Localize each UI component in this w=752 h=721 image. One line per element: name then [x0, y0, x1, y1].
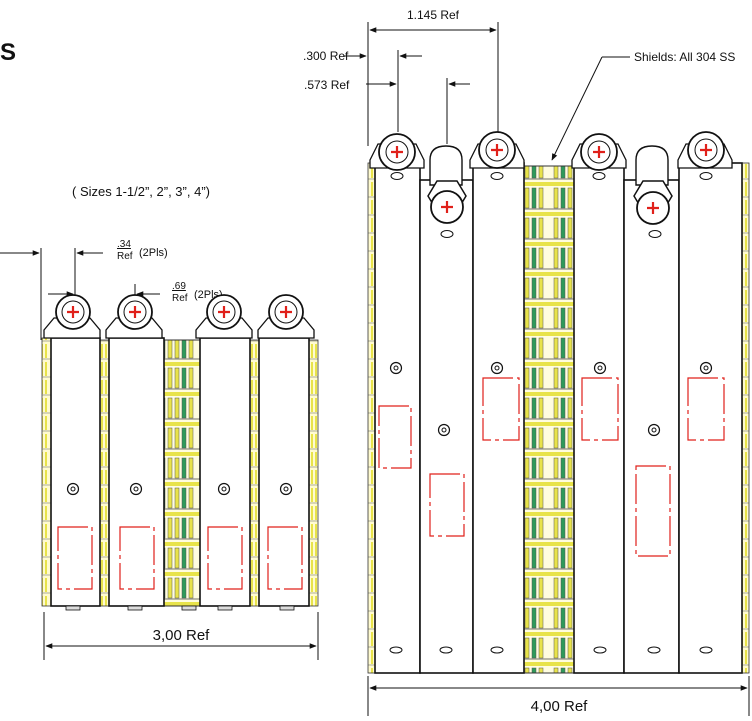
- left-assembly: .34 Ref (2Pls) .69 Ref (2Pls): [0, 239, 319, 660]
- right-module-2: [419, 179, 474, 674]
- left-module-2: [108, 337, 165, 607]
- dim-1145-label: 1.145 Ref: [407, 8, 460, 22]
- left-module-3: [199, 337, 251, 607]
- right-module-5: [623, 179, 680, 674]
- right-edge-strip-left: [367, 162, 376, 674]
- left-center-shield: [163, 339, 201, 607]
- left-width-label: 3,00 Ref: [153, 627, 211, 644]
- left-edge-strip-right: [308, 339, 319, 607]
- left-dim-second-unit: Ref: [172, 293, 188, 304]
- right-bolt-3: [469, 131, 525, 180]
- right-bolt-1: [369, 133, 425, 180]
- left-dim-second-value: .69: [172, 281, 186, 292]
- left-dim-top-value: .34: [117, 239, 131, 250]
- left-edge-strip: [41, 337, 52, 607]
- right-module-1: [374, 162, 421, 674]
- sizes-note: ( Sizes 1-1/2”, 2”, 3”, 4”): [72, 184, 210, 199]
- left-dim-top-unit: Ref: [117, 251, 133, 262]
- right-edge-strip-right: [741, 162, 750, 674]
- shields-callout: Shields: All 304 SS: [634, 50, 735, 64]
- right-width-label: 4,00 Ref: [531, 698, 589, 715]
- right-bolt-5: [633, 145, 673, 238]
- dim-573-label: .573 Ref: [304, 78, 350, 92]
- right-bolt-2: [427, 145, 467, 238]
- left-strip-2: [249, 339, 260, 607]
- right-module-6: [678, 162, 743, 674]
- dim-300-label: .300 Ref: [303, 49, 349, 63]
- left-strip-1: [99, 339, 110, 607]
- left-bolt-1: [43, 294, 101, 339]
- right-bolt-6: [677, 131, 733, 180]
- left-module-4: [258, 337, 310, 607]
- right-module-3: [472, 162, 525, 674]
- right-module-4: [573, 162, 625, 674]
- left-bolt-4: [257, 294, 315, 339]
- right-bolt-4: [571, 133, 627, 180]
- right-assembly: 1.145 Ref .300 Ref .573 Ref Shields: All…: [303, 8, 750, 716]
- left-module-1: [50, 337, 101, 607]
- left-bolt-2: [105, 294, 163, 339]
- left-dim-top-note: (2Pls): [139, 247, 168, 259]
- right-center-shield: [523, 165, 575, 674]
- left-bolt-3: [195, 294, 253, 339]
- title-fragment: S: [0, 39, 16, 66]
